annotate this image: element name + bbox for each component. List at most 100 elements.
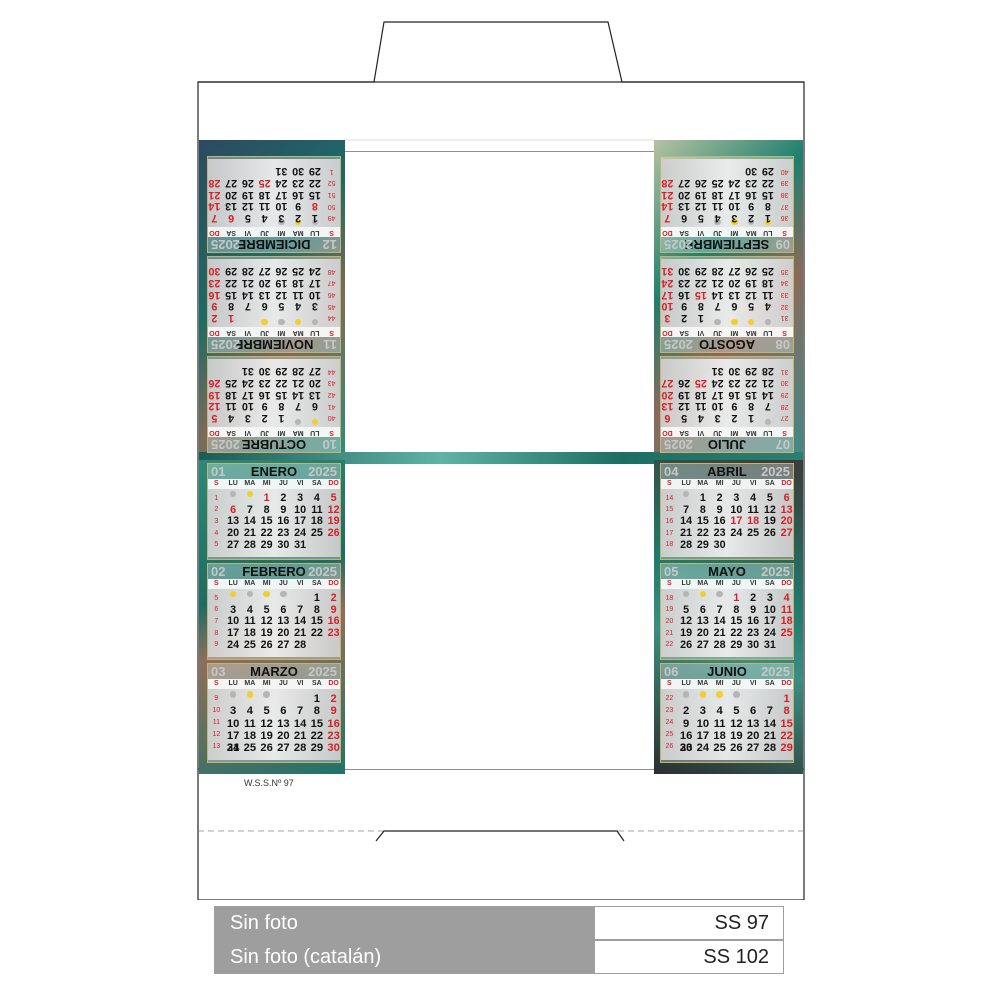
weekday-label: MI xyxy=(715,480,724,487)
weekday-label: S xyxy=(329,329,334,336)
day-cell: 1 xyxy=(764,211,771,224)
week-number: 39 xyxy=(780,179,789,187)
day-cell: 17 xyxy=(711,388,724,401)
day-cell: 31 xyxy=(275,165,288,178)
day-cell: 24 xyxy=(730,527,743,540)
week-number: 20 xyxy=(665,617,674,625)
day-cell: 29 xyxy=(310,741,324,754)
day-cell: 11 xyxy=(311,503,323,516)
day-cell: 20 xyxy=(258,276,271,289)
day-cell: 10 xyxy=(661,300,674,313)
weekday-label: LU xyxy=(310,429,320,436)
day-cell: 7 xyxy=(764,400,771,413)
week-number: 40 xyxy=(780,167,789,175)
day-cell: 18 xyxy=(310,515,323,528)
day-cell: 5 xyxy=(263,603,270,616)
day-cell: 2 xyxy=(716,492,723,505)
day-cell: 30 xyxy=(747,638,760,651)
day-cell: 16 xyxy=(327,717,340,730)
day-cell: 14 xyxy=(292,388,305,401)
weekday-label: LU xyxy=(310,229,320,236)
weekday-label: S xyxy=(667,680,672,687)
day-cell: 23 xyxy=(258,376,271,389)
weekday-label: JU xyxy=(278,580,288,587)
weekday-label: DO xyxy=(209,329,220,336)
month-year: 2025 xyxy=(211,237,240,252)
weekday-label: S xyxy=(667,580,672,587)
day-cell: 27 xyxy=(780,527,793,540)
day-cell: 23 xyxy=(327,627,340,640)
weekday-label: MI xyxy=(277,329,286,336)
day-cell: 13 xyxy=(225,200,238,213)
day-cell: 17 xyxy=(728,188,741,201)
day-cell: 28 xyxy=(763,741,777,754)
day-cell: 5 xyxy=(278,300,285,313)
day-cell: 1 xyxy=(697,311,704,324)
day-cell: 5 xyxy=(211,411,218,424)
sheet-border xyxy=(197,81,805,900)
day-cell: 29 xyxy=(308,165,321,178)
weekday-label: SA xyxy=(226,429,236,436)
day-cell: 4 xyxy=(246,603,253,616)
printer-code: W.S.S.Nº 97 xyxy=(244,778,294,788)
day-cell: 18 xyxy=(713,729,726,742)
day-cell: 22 xyxy=(730,627,743,640)
day-cell: 27 xyxy=(277,741,290,754)
weekday-label: SA xyxy=(765,480,775,487)
day-cell: 18 xyxy=(258,188,271,201)
day-cell: 31 xyxy=(661,265,674,278)
day-cell: 29 xyxy=(225,265,238,278)
weekday-label: SA xyxy=(679,329,689,336)
day-cell: 11 xyxy=(747,503,759,516)
day-cell: 16 xyxy=(728,388,741,401)
day-cell: 29 xyxy=(780,741,793,754)
day-cell: 30 xyxy=(679,741,693,754)
day-cell: 28 xyxy=(713,638,726,651)
weekday-label: LU xyxy=(681,480,691,487)
day-cell: 29 xyxy=(696,538,709,551)
week-number: 23 xyxy=(665,706,674,714)
day-cell: 26 xyxy=(694,176,707,189)
day-cell: 2 xyxy=(731,411,738,424)
day-cell: 9 xyxy=(681,300,688,313)
day-cell: 23 xyxy=(327,729,340,742)
day-cell: 12 xyxy=(694,200,707,213)
day-cell: 18 xyxy=(243,627,256,640)
day-cell: 30 xyxy=(745,165,758,178)
weekday-label: LU xyxy=(763,229,773,236)
weekday-label: MA xyxy=(745,329,757,336)
day-cell: 4 xyxy=(714,211,721,224)
week-number: 1 xyxy=(214,494,219,502)
weekday-label: MA xyxy=(292,329,304,336)
day-cell: 4 xyxy=(716,705,723,718)
day-cell: 19 xyxy=(241,188,254,201)
day-cell: 27 xyxy=(728,265,741,278)
hanger-tab xyxy=(198,21,804,83)
day-cell: 19 xyxy=(275,276,288,289)
week-number: 49 xyxy=(327,214,336,222)
day-cell: 27 xyxy=(678,176,691,189)
weekday-label: MA xyxy=(697,480,709,487)
day-cell: 2 xyxy=(748,211,755,224)
day-cell: 6 xyxy=(664,411,671,424)
day-cell: 26 xyxy=(745,265,758,278)
week-number: 27 xyxy=(780,414,789,422)
day-cell: 21 xyxy=(761,376,774,389)
day-cell: 2 xyxy=(681,311,688,324)
day-cell: 23 xyxy=(277,527,290,540)
day-cell: 24 xyxy=(308,265,321,278)
weekday-label: S xyxy=(329,429,334,436)
weekday-label: MA xyxy=(745,429,757,436)
weekday-label: DO xyxy=(328,480,339,487)
weekday-label: MI xyxy=(715,580,724,587)
day-cell: 21 xyxy=(293,729,307,742)
day-cell: 25 xyxy=(243,638,256,651)
